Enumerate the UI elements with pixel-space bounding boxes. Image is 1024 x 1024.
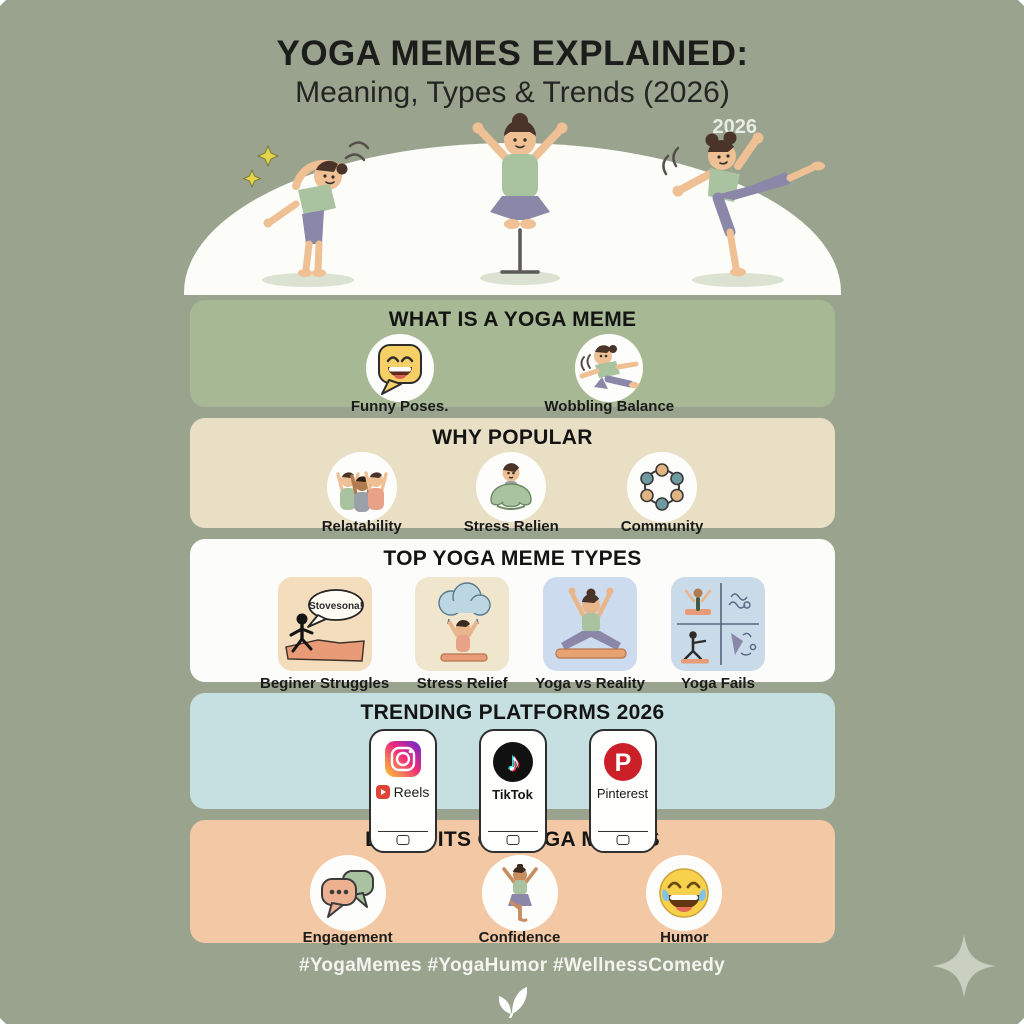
content-column: YOGA MEMES EXPLAINED: Meaning, Types & T… [184, 0, 841, 946]
icon-circle [326, 452, 397, 522]
section-why-popular: WHY POPULAR [190, 418, 835, 535]
item-engagement: Engagement [303, 855, 393, 946]
four-point-sparkle-icon [932, 934, 996, 998]
item-label: Confidence [478, 929, 561, 946]
item-community: Community [620, 452, 704, 535]
stick-figure-mat-card: Stovesona! [277, 577, 372, 671]
leaf-sprout-icon [498, 987, 528, 1018]
section-heading: TOP YOGA MEME TYPES [383, 547, 642, 570]
phone-divider [597, 831, 648, 832]
section-heading: WHY POPULAR [432, 426, 593, 449]
phone-home-button [396, 835, 409, 845]
icon-circle [309, 855, 386, 931]
meditating-person-icon [490, 463, 532, 510]
pinterest-icon: P [603, 743, 642, 781]
platform-label: Pinterest [596, 786, 649, 801]
tree-pose-icon [501, 864, 538, 922]
section-top-yoga-meme-types: TOP YOGA MEME TYPES Stovesona! [190, 539, 835, 692]
item-wobbling-balance: Wobbling Balance [544, 334, 674, 415]
phone-divider [377, 831, 428, 832]
cloud-over-yogi-card [415, 577, 510, 671]
platform-label: Reels [393, 784, 430, 800]
pedestal-balance-yogi [472, 113, 568, 274]
reels-row: Reels [375, 784, 430, 800]
item-label: Stress Relien [463, 518, 559, 535]
icon-circle [575, 334, 644, 402]
item-label: Community [620, 518, 704, 535]
section-items: Engagement [303, 855, 723, 946]
platform-label: TikTok [492, 787, 533, 802]
icon-circle [481, 855, 558, 931]
page-title: YOGA MEMES EXPLAINED: [276, 34, 749, 73]
pinterest-p-glyph: P [614, 749, 631, 777]
year-badge: 2026 [712, 115, 758, 138]
phone-tiktok: ♪ ♪ ♪ TikTok [478, 729, 547, 853]
page-subtitle: Meaning, Types & Trends (2026) [295, 75, 730, 109]
wobbly-dancer-yogi [662, 131, 825, 277]
item-label: Funny Poses. [350, 398, 449, 415]
cheering-people-icon [336, 471, 388, 512]
section-items: Funny Poses. [351, 334, 674, 415]
item-humor: Humor [646, 855, 723, 946]
sections-stack: WHAT IS A YOGA MEME [190, 300, 835, 946]
instagram-icon [384, 741, 421, 777]
tiktok-note-glyph-cyan: ♪ [506, 746, 519, 776]
phone-pinterest: P Pinterest [588, 729, 657, 853]
section-heading: WHAT IS A YOGA MEME [388, 308, 637, 331]
phone-divider [487, 831, 538, 832]
section-heading: TRENDING PLATFORMS 2026 [360, 701, 665, 724]
item-label: Wobbling Balance [544, 398, 675, 415]
icon-circle [627, 452, 698, 522]
item-yoga-fails: Yoga Fails [670, 577, 765, 692]
item-yoga-vs-reality: Yoga vs Reality [535, 577, 645, 692]
wide-stretch-pose-card [543, 577, 638, 671]
item-label: Stress Relief [416, 675, 508, 692]
item-funny-poses: Funny Poses. [350, 334, 449, 415]
phone-instagram-reels: Reels [368, 729, 437, 853]
item-relatability: Relatability [322, 452, 402, 535]
item-label: Yoga vs Reality [535, 675, 645, 692]
item-label: Yoga Fails [681, 675, 755, 692]
item-label: Beginer Struggles [260, 675, 390, 692]
tiktok-note-glyph-red: ♪ [509, 748, 522, 778]
joy-emoji-icon [659, 868, 710, 918]
icon-circle [646, 855, 723, 931]
item-stress-relief-card: Stress Relief [415, 577, 510, 692]
item-label: Relatability [321, 518, 402, 535]
tiktok-icon: ♪ ♪ ♪ [492, 742, 533, 782]
phone-home-button [506, 835, 519, 845]
section-items: Stovesona! Beginer Struggles [260, 577, 765, 692]
side-bend-yogi [242, 141, 370, 277]
item-confidence: Confidence [478, 855, 561, 946]
chat-bubbles-icon [320, 870, 374, 918]
tiktok-note-glyph: ♪ [507, 747, 520, 777]
four-panel-fails-card [670, 577, 765, 671]
phone-home-button [616, 835, 629, 845]
hero-yogis-illustration [242, 113, 825, 287]
section-what-is-a-yoga-meme: WHAT IS A YOGA MEME [190, 300, 835, 415]
item-beginner-struggles: Stovesona! Beginer Struggles [260, 577, 389, 692]
community-ring-icon [640, 463, 684, 511]
section-items: Relatability [322, 452, 704, 535]
footer-hashtags: #YogaMemes #YogaHumor #WellnessComedy [298, 955, 726, 976]
item-stress-relief: Stress Relien [464, 452, 559, 535]
wobbling-yogi-icon [579, 345, 640, 389]
speech-bubble-text: Stovesona! [309, 601, 363, 612]
section-trending-platforms: TRENDING PLATFORMS 2026 [190, 693, 835, 853]
laughing-speech-bubble-icon [377, 344, 422, 395]
reels-play-icon [375, 785, 390, 799]
icon-circle [476, 452, 547, 522]
item-label: Humor [660, 929, 709, 946]
section-items: Reels ♪ ♪ ♪ TikTok [368, 729, 657, 853]
item-label: Engagement [302, 929, 393, 946]
icon-circle [365, 334, 434, 402]
